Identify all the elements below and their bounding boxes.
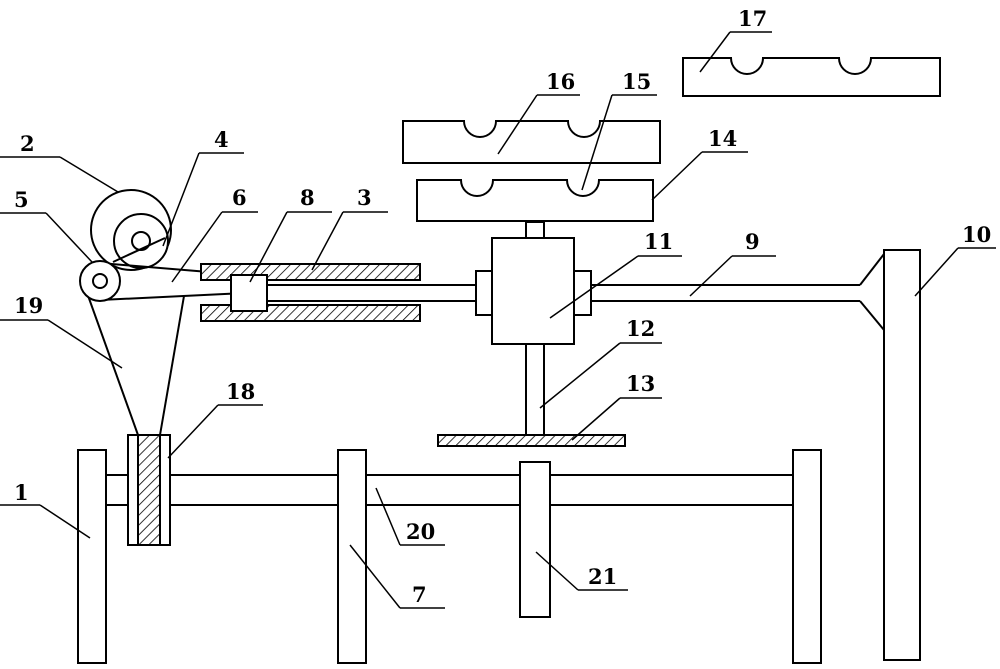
right-post	[883, 249, 921, 661]
belt	[85, 289, 185, 436]
label-14: 14	[708, 126, 737, 151]
clamp-plate-16	[402, 120, 661, 164]
label-5: 5	[14, 187, 29, 212]
central-block	[491, 237, 575, 345]
small-pulley-hub	[92, 273, 108, 289]
label-10: 10	[962, 222, 991, 247]
right-base-post	[792, 449, 822, 664]
clamp-plate-17	[682, 57, 941, 97]
label-11: 11	[644, 229, 673, 254]
bottom-plate	[437, 434, 626, 447]
label-7: 7	[412, 582, 427, 607]
slider-block	[230, 274, 268, 312]
label-20: 20	[406, 519, 435, 544]
label-2: 2	[20, 131, 35, 156]
label-13: 13	[626, 371, 655, 396]
label-3: 3	[357, 185, 372, 210]
label-16: 16	[546, 69, 575, 94]
label-12: 12	[626, 316, 655, 341]
clamp-plate-14	[416, 179, 654, 222]
left-post	[77, 449, 107, 664]
top-connector	[525, 221, 545, 240]
label-17: 17	[738, 6, 767, 31]
label-18: 18	[226, 379, 255, 404]
label-21: 21	[588, 564, 617, 589]
base-rod	[105, 474, 795, 506]
leader-lines	[0, 31, 996, 609]
vertical-rod	[525, 338, 545, 435]
part-labels: 1 2 3 4 5 6 7 8 9 10 11 12 13 14 15 16 1…	[14, 6, 991, 607]
label-9: 9	[745, 229, 760, 254]
sleeve-18	[127, 434, 171, 546]
label-19: 19	[14, 293, 43, 318]
lower-slider-block	[519, 461, 551, 618]
right-lug	[572, 270, 592, 316]
label-4: 4	[214, 127, 229, 152]
motor-shaft	[131, 231, 151, 251]
label-8: 8	[300, 185, 315, 210]
label-1: 1	[14, 480, 29, 505]
label-6: 6	[232, 185, 247, 210]
label-15: 15	[622, 69, 651, 94]
middle-post	[337, 449, 367, 664]
